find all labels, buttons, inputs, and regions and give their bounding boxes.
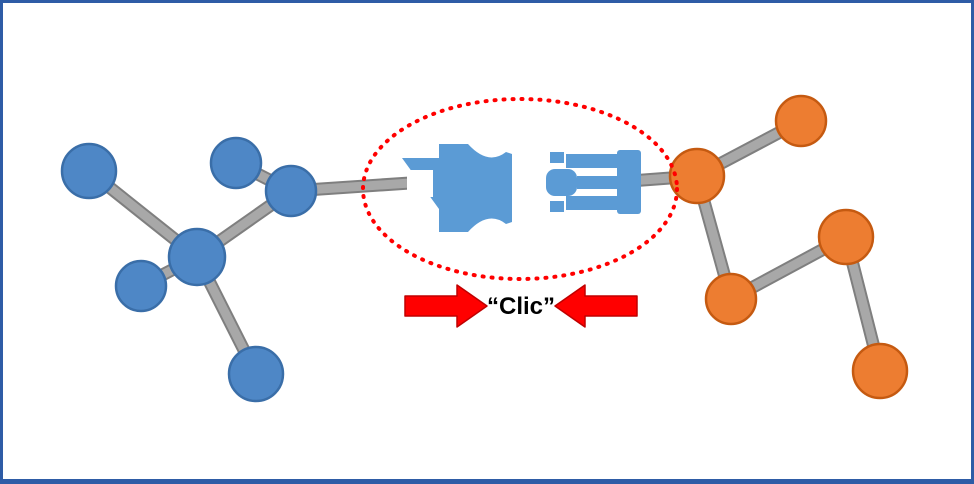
click-label: “Clic” [487,293,555,320]
atom-node [227,345,285,403]
click-arrows [404,284,638,328]
atom-node [668,147,726,205]
buckle-male-top-tip [550,152,564,163]
buckle-male-bar [617,150,641,214]
highlight-ellipse-stroke [361,97,679,281]
buckle-female-icon [402,144,512,232]
orange-molecule [623,94,909,400]
atom-node [114,259,168,313]
highlight-ellipse [361,97,679,281]
atom-node [209,136,263,190]
blue-molecule [60,136,417,403]
buckle-female-slot [407,170,433,197]
arrow-pointing-left [554,284,638,328]
buckle-male-center-tip [546,169,577,196]
atom-node [167,227,227,287]
atom-node [774,94,828,148]
atom-node [60,142,118,200]
atom-node [817,208,875,266]
buckle-female-body [402,144,512,232]
atom-node [851,342,909,400]
buckle-male-top-arm [566,154,619,168]
atom-node [704,272,758,326]
buckle-male-center-prong [577,176,619,189]
arrow-pointing-right [404,284,488,328]
buckle-male-bottom-arm [566,196,619,210]
buckle-male-bottom-tip [550,201,564,212]
atom-node [264,164,318,218]
buckle-male-icon [546,150,641,214]
